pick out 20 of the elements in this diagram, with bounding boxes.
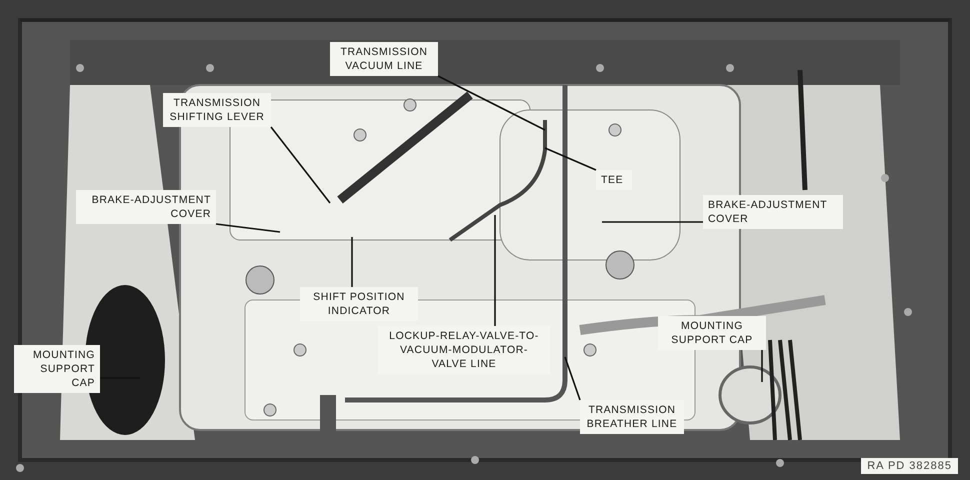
leader-line	[602, 221, 703, 223]
callout-label: TRANSMISSION VACUUM LINE	[330, 42, 438, 76]
leader-line	[270, 126, 331, 204]
figure-number: RA PD 382885	[861, 458, 958, 474]
leader-line	[438, 75, 546, 131]
callout-label: BRAKE-ADJUSTMENT COVER	[703, 195, 843, 229]
callout-label: BRAKE-ADJUSTMENT COVER	[76, 190, 216, 224]
leader-line	[216, 223, 280, 233]
callout-label: MOUNTING SUPPORT CAP	[658, 316, 766, 350]
callout-label: MOUNTING SUPPORT CAP	[14, 345, 100, 393]
callout-label: SHIFT POSITION INDICATOR	[300, 287, 418, 321]
leader-line	[351, 237, 353, 287]
leader-line	[494, 215, 496, 326]
callout-label: TRANSMISSION SHIFTING LEVER	[163, 93, 271, 127]
leader-line	[761, 350, 763, 382]
leader-line	[544, 147, 596, 171]
leader-line	[564, 356, 581, 400]
callout-label: TRANSMISSION BREATHER LINE	[580, 400, 684, 434]
callout-label: TEE	[596, 170, 632, 190]
callout-label: LOCKUP-RELAY-VALVE-TO-VACUUM-MODULATOR-VALVE LINE	[378, 326, 550, 374]
